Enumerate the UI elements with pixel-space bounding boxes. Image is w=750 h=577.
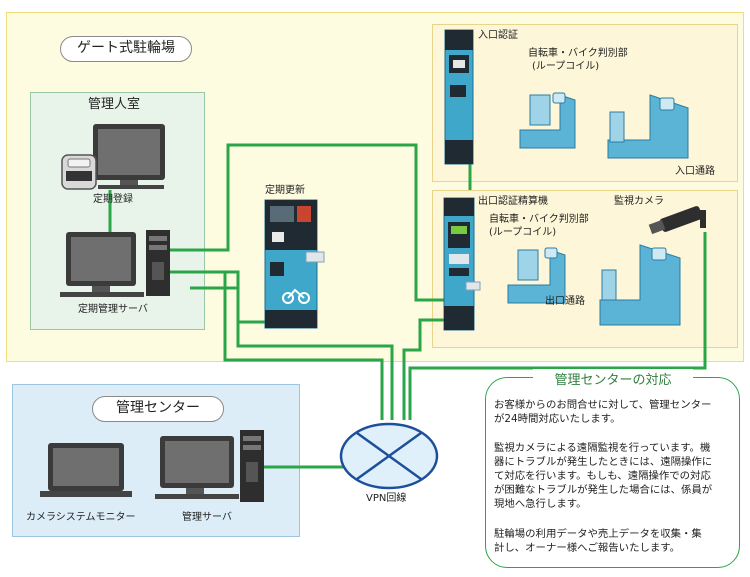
note-para2-line1: 監視カメラによる遠隔監視を行っています。機: [494, 442, 711, 454]
link-server-exit: [170, 143, 448, 302]
exit-gate-1-icon: [507, 247, 566, 304]
center-response-title: 管理センターの対応: [533, 369, 693, 388]
entry-passage-label: 入口通路: [675, 166, 715, 177]
exit-passage-label: 出口通路: [545, 296, 585, 307]
server-label: 定期管理サーバ: [78, 304, 148, 315]
center-server-icon: [155, 430, 264, 502]
camera-monitor-label: カメラシステムモニター: [26, 512, 136, 523]
note-para2-line3: て対応を行います。もしも、遠隔操作での対応: [494, 470, 711, 482]
renewal-label: 定期更新: [265, 185, 305, 196]
entry-detector-label-1: 自転車・バイク判別部: [528, 48, 628, 59]
renewal-machine-icon: [264, 199, 325, 329]
network-lines: [108, 143, 707, 469]
entry-gate-1-icon: [519, 92, 576, 149]
note-para1-line2: が24時間対応いたします。: [494, 413, 621, 425]
note-para2-line4: が困難なトラブルが発生した場合には、係員が: [494, 484, 713, 496]
entry-gate-2-icon: [607, 94, 689, 159]
camera-label: 監視カメラ: [614, 196, 664, 207]
note-para2-line2: 器にトラブルが発生したときには、遠隔操作に: [494, 456, 713, 468]
center-server-label: 管理サーバ: [182, 512, 232, 523]
exit-detector-label-2: (ループコイル): [489, 227, 557, 238]
note-para2-line5: 現地へ急行します。: [494, 498, 587, 510]
vpn-label: VPN回線: [366, 493, 407, 504]
facility-title: ゲート式駐輪場: [60, 36, 192, 62]
center-title: 管理センター: [92, 396, 224, 422]
link-exit-vpn: [402, 318, 448, 420]
vpn-icon: [339, 422, 439, 490]
exit-detector-label-1: 自転車・バイク判別部: [489, 214, 589, 225]
note-para3-line1: 駐輪場の利用データや売上データを収集・集: [494, 528, 702, 540]
center-response-panel: [485, 377, 740, 568]
management-room-title: 管理人室: [88, 97, 141, 112]
entry-detector-label-2: (ループコイル): [532, 61, 600, 72]
card-reader-icon: [61, 154, 97, 190]
note-para3-line2: 計し、オーナー様へご報告いたします。: [494, 542, 680, 554]
camera-monitor-icon: [40, 443, 132, 497]
exit-machine-icon: [443, 197, 481, 331]
link-server-renewal: [170, 270, 268, 324]
entry-machine-icon: [444, 29, 474, 165]
exit-label: 出口認証精算機: [478, 196, 548, 207]
link-camera-vpn: [408, 232, 707, 420]
exit-gate-2-icon: [599, 244, 681, 326]
link-renewal-vpn: [190, 286, 394, 420]
camera-icon: [648, 206, 706, 235]
entry-label: 入口認証: [478, 30, 518, 41]
note-para1-line1: お客様からのお問合せに対して、管理センター: [494, 399, 712, 411]
link-server-vpn: [172, 270, 384, 420]
registration-pc-icon: [93, 124, 165, 189]
registration-label: 定期登録: [93, 194, 133, 205]
server-pc-icon: [60, 230, 170, 297]
